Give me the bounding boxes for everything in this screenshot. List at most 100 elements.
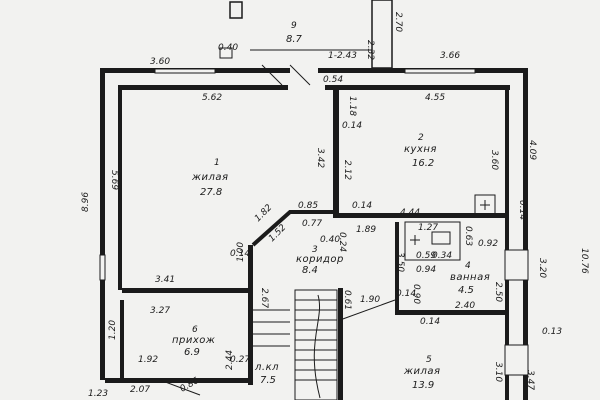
- wall-left: [100, 68, 105, 380]
- dim-label: 3.66: [440, 51, 460, 61]
- room3-name: коридор: [296, 254, 344, 265]
- room1-area: 27.8: [200, 187, 222, 198]
- dim-label: 0.24: [337, 232, 347, 252]
- dim-label: 3.10: [493, 362, 503, 382]
- dim-label: 8.96: [81, 192, 91, 212]
- room3-area: 8.4: [302, 265, 318, 276]
- room1-name: жилая: [191, 172, 229, 183]
- dim-label: 1.27: [418, 223, 438, 233]
- wall-bath-bottom: [395, 310, 508, 315]
- dim-label: 4.09: [527, 140, 537, 160]
- wall-living-bottom: [122, 288, 252, 293]
- corridor-diagonal-wall: [251, 210, 333, 247]
- dim-label: 0.14: [517, 200, 527, 220]
- dim-label: 1-2.43: [328, 51, 357, 61]
- wall-bath-left: [395, 222, 399, 312]
- dim-label: 0.14: [420, 317, 440, 327]
- dim-label: 0.27: [230, 355, 250, 365]
- door-swing-2: [261, 64, 283, 86]
- dim-label: 2.07: [130, 385, 150, 395]
- dim-label: 10.76: [579, 248, 589, 274]
- room4-num: 4: [465, 261, 471, 271]
- wall-corridor-top: [333, 213, 508, 218]
- dim-label: 1.18: [347, 96, 357, 116]
- room6-name: прихож: [172, 335, 215, 346]
- dim-label: 2.70: [393, 12, 403, 32]
- dim-label: 4.44: [400, 208, 420, 218]
- door-swing-1: [289, 64, 311, 86]
- dim-label: 3.20: [537, 258, 547, 278]
- dim-label: 2.32: [365, 40, 375, 60]
- wall-inner-left: [118, 85, 122, 290]
- chimney-block: [229, 1, 243, 19]
- window-right-mid: [504, 249, 529, 281]
- room6-num: 6: [192, 325, 198, 335]
- dim-label: 3.42: [315, 148, 325, 168]
- dim-label: 0.14: [396, 289, 416, 299]
- stairs: [253, 289, 338, 400]
- room5-area: 13.9: [412, 380, 434, 391]
- dim-label: 2.50: [493, 282, 503, 302]
- dim-label: 0.59: [416, 251, 436, 261]
- wall-stair-right: [338, 288, 343, 400]
- dim-label: 2.12: [342, 160, 352, 180]
- dim-label: 3.60: [150, 57, 170, 67]
- dim-label: 0.14: [342, 121, 362, 131]
- dim-label: 1.23: [88, 389, 108, 399]
- top-room-num: 9: [291, 21, 297, 31]
- dim-label: 5.62: [202, 93, 222, 103]
- dim-label: 1.20: [108, 320, 118, 340]
- dim-label: 0.34: [432, 251, 452, 261]
- room5-num: 5: [426, 355, 432, 365]
- dim-label: 3.60: [489, 150, 499, 170]
- wall-corridor-left: [248, 245, 253, 385]
- cross-mark: [410, 200, 490, 245]
- dim-label: 0.77: [302, 219, 322, 229]
- dim-label: 2.44: [225, 350, 235, 370]
- room6-area: 6.9: [184, 347, 200, 358]
- dim-label: 0.40: [218, 43, 238, 53]
- door-swing-4: [159, 379, 201, 396]
- room2-num: 2: [418, 133, 424, 143]
- bathtub: [404, 221, 461, 261]
- wall-inner-top-right: [325, 85, 510, 90]
- window-top-right: [404, 68, 476, 74]
- dim-label: 0.13: [542, 327, 562, 337]
- dim-label: 1.52: [267, 223, 288, 244]
- room3-num: 3: [312, 245, 318, 255]
- dim-label: 0.85: [298, 201, 318, 211]
- dim-label: 0.14: [230, 249, 250, 259]
- toilet: [474, 194, 496, 216]
- dim-label: 3.47: [525, 370, 535, 390]
- dim-label: 1.00: [236, 242, 246, 262]
- dim-label: 5.69: [109, 170, 119, 190]
- dim-label: 1.92: [138, 355, 158, 365]
- dim-label: 3.27: [150, 306, 170, 316]
- wall-kitchen-left: [333, 90, 339, 215]
- room4-area: 4.5: [458, 285, 474, 296]
- dim-label: 1.82: [253, 203, 274, 224]
- dim-label: 0.61: [342, 290, 352, 310]
- window-top-left: [154, 68, 216, 74]
- room1-num: 1: [214, 158, 220, 168]
- dim-label: 1.89: [356, 225, 376, 235]
- sink: [431, 231, 451, 245]
- dim-label: 0.92: [478, 239, 498, 249]
- dim-label: 0.40: [320, 235, 340, 245]
- dim-label: 4.55: [425, 93, 445, 103]
- wall-hall-mid: [120, 300, 124, 380]
- room4-name: ванная: [450, 272, 490, 283]
- dim-label: 0.14: [352, 201, 372, 211]
- dim-label: 0.54: [323, 75, 343, 85]
- window-left: [99, 254, 106, 281]
- room2-area: 16.2: [412, 158, 434, 169]
- room2-name: кухня: [404, 144, 437, 155]
- dim-label: 0.63: [463, 226, 473, 246]
- dim-label: 2.40: [455, 301, 475, 311]
- room5-name: жилая: [403, 366, 441, 377]
- room7-area: 7.5: [260, 375, 276, 386]
- window-right-low: [504, 344, 529, 376]
- dim-label: 3.41: [155, 275, 175, 285]
- dim-label: 0.90: [411, 284, 421, 304]
